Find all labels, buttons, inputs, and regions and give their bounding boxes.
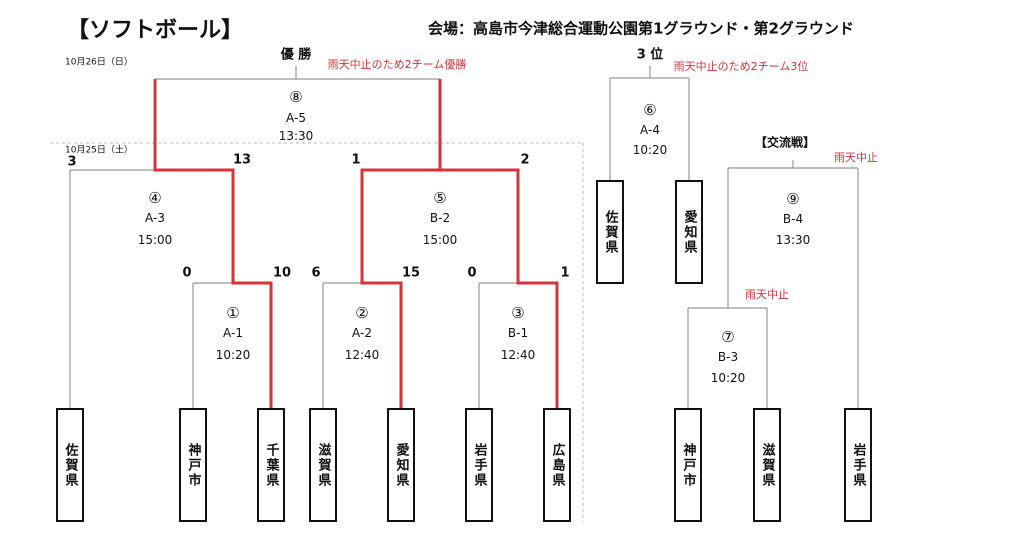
game-code: B-1 bbox=[507, 326, 529, 340]
venue: 会場：高島市今津総合運動公園第1グラウンド・第2グラウンド bbox=[428, 19, 854, 38]
game-code: B-4 bbox=[782, 212, 804, 226]
game-time: 12:40 bbox=[500, 348, 536, 362]
team-name: 滋賀県 bbox=[759, 442, 775, 488]
team-box: 滋賀県 bbox=[309, 408, 337, 522]
score-left: 1 bbox=[351, 152, 361, 168]
game-time: 13:30 bbox=[775, 233, 811, 247]
team-name: 岩手県 bbox=[471, 442, 487, 488]
team-box: 滋賀県 bbox=[753, 408, 781, 522]
game7-note: 雨天中止 bbox=[745, 288, 789, 301]
exchange-label: 【交流戦】 bbox=[754, 135, 816, 150]
team-box: 愛知県 bbox=[387, 408, 415, 522]
game-number: ⑧ bbox=[289, 88, 303, 106]
game-code: A-1 bbox=[223, 326, 243, 340]
score-right: 13 bbox=[232, 152, 252, 168]
third-place-note: 雨天中止のため2チーム3位 bbox=[673, 60, 809, 73]
game-time: 15:00 bbox=[137, 233, 173, 247]
date-day2: 10月26日（日） bbox=[65, 57, 133, 68]
game-code: A-4 bbox=[640, 123, 660, 137]
game-number: ⑦ bbox=[721, 328, 735, 346]
team-box: 千葉県 bbox=[257, 408, 285, 522]
exchange-note: 雨天中止 bbox=[834, 151, 878, 164]
team-name: 千葉県 bbox=[263, 442, 279, 488]
game-code: A-3 bbox=[145, 211, 165, 225]
game-code: B-3 bbox=[717, 350, 739, 364]
team-box: 佐賀県 bbox=[56, 408, 84, 522]
game-number: ③ bbox=[511, 304, 525, 322]
team-box: 愛知県 bbox=[675, 180, 703, 284]
game-time: 12:40 bbox=[344, 348, 380, 362]
score-right: 10 bbox=[272, 265, 292, 281]
game-time: 15:00 bbox=[422, 233, 458, 247]
game-code: A-5 bbox=[286, 111, 306, 125]
date-day1: 10月25日（土） bbox=[65, 145, 133, 156]
score-left: 0 bbox=[182, 265, 192, 281]
score-left: 6 bbox=[311, 265, 321, 281]
team-name: 神戸市 bbox=[680, 442, 696, 488]
team-name: 神戸市 bbox=[185, 442, 201, 488]
game-number: ① bbox=[226, 304, 240, 322]
game-code: A-2 bbox=[352, 326, 372, 340]
third-place-label: 3 位 bbox=[636, 47, 664, 63]
game-number: ⑥ bbox=[643, 101, 657, 119]
game-time: 13:30 bbox=[278, 129, 314, 143]
game-time: 10:20 bbox=[632, 143, 668, 157]
score-left: 3 bbox=[67, 154, 77, 170]
team-name: 愛知県 bbox=[393, 442, 409, 488]
game-number: ⑨ bbox=[786, 190, 800, 208]
team-name: 愛知県 bbox=[681, 209, 697, 255]
team-box: 神戸市 bbox=[179, 408, 207, 522]
page-title: 【ソフトボール】 bbox=[66, 18, 244, 43]
game-time: 10:20 bbox=[215, 348, 251, 362]
score-left: 0 bbox=[467, 265, 477, 281]
championship-label: 優 勝 bbox=[280, 47, 312, 63]
team-box: 岩手県 bbox=[844, 408, 872, 522]
team-box: 広島県 bbox=[543, 408, 571, 522]
team-name: 滋賀県 bbox=[315, 442, 331, 488]
game-code: B-2 bbox=[429, 211, 451, 225]
team-name: 佐賀県 bbox=[62, 442, 78, 488]
score-right: 1 bbox=[560, 265, 570, 281]
game-number: ⑤ bbox=[433, 189, 447, 207]
championship-note: 雨天中止のため2チーム優勝 bbox=[327, 58, 467, 71]
team-box: 佐賀県 bbox=[596, 180, 624, 284]
game-number: ④ bbox=[148, 189, 162, 207]
team-name: 佐賀県 bbox=[602, 209, 618, 255]
game-number: ② bbox=[355, 304, 369, 322]
team-name: 広島県 bbox=[549, 442, 565, 488]
team-box: 神戸市 bbox=[674, 408, 702, 522]
team-box: 岩手県 bbox=[465, 408, 493, 522]
score-right: 2 bbox=[520, 152, 530, 168]
team-name: 岩手県 bbox=[850, 442, 866, 488]
score-right: 15 bbox=[401, 265, 421, 281]
game-time: 10:20 bbox=[710, 371, 746, 385]
